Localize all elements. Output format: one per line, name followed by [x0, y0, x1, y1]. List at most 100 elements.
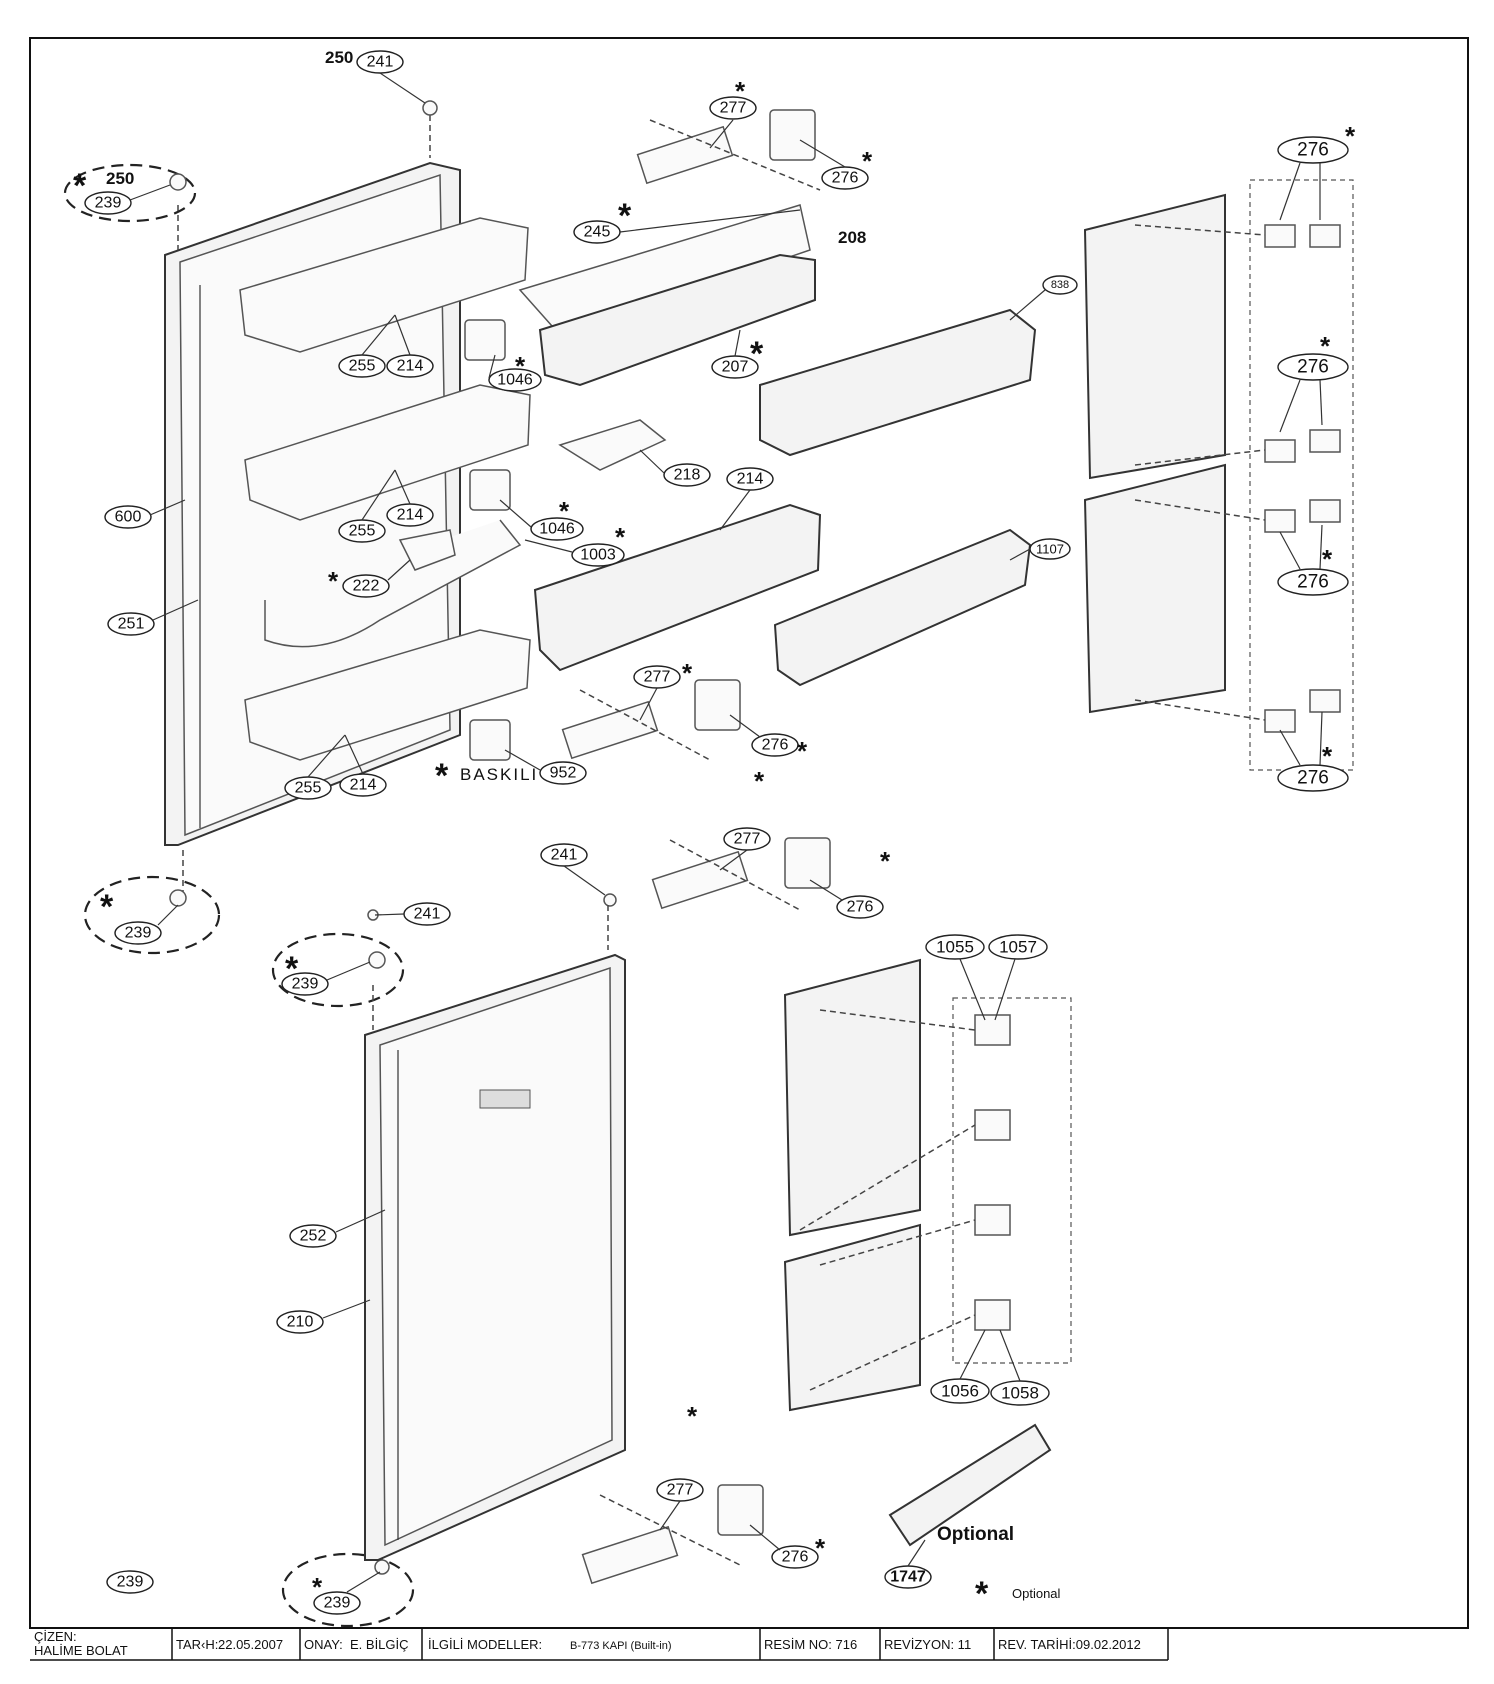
optional-pin-ring-bottom [83, 875, 221, 955]
svg-text:*: * [285, 950, 299, 988]
callout-277-b: 277 [633, 665, 681, 689]
drawn-by: HALİME BOLAT [34, 1643, 128, 1658]
svg-text:1046: 1046 [539, 521, 575, 538]
revision-date: REV. TARİHİ:09.02.2012 [998, 1637, 1141, 1652]
svg-text:241: 241 [367, 54, 394, 71]
callout-276-g: 276 [836, 895, 884, 919]
callout-218: 218 [663, 463, 711, 487]
svg-text:1107: 1107 [1036, 542, 1064, 557]
svg-text:276: 276 [1297, 140, 1329, 161]
callout-1056: 1056 [930, 1378, 990, 1404]
svg-text:207: 207 [722, 359, 749, 376]
optional-pin-ring-freezer-bottom [281, 1552, 415, 1628]
label-baskili: BASKILI [460, 765, 538, 784]
svg-text:210: 210 [287, 1314, 314, 1331]
callout-1058: 1058 [990, 1380, 1050, 1406]
callout-1055: 1055 [925, 934, 985, 960]
svg-text:251: 251 [118, 616, 145, 633]
svg-text:276: 276 [1297, 768, 1329, 789]
right-door-panels-upper [1083, 179, 1354, 771]
svg-text:1056: 1056 [941, 1382, 979, 1401]
callout-241-a: 241 [356, 50, 404, 74]
svg-text:1046: 1046 [497, 372, 533, 389]
svg-text:1057: 1057 [999, 938, 1037, 957]
drawing-number: RESİM NO: 716 [764, 1637, 857, 1652]
callout-239-c: 239 [281, 972, 329, 996]
callout-276-b: 276 [751, 733, 799, 757]
label-250-top: 250 [325, 48, 353, 67]
callout-600: 600 [104, 505, 152, 529]
svg-text:276: 276 [1297, 572, 1329, 593]
svg-text:239: 239 [117, 1574, 144, 1591]
callout-276-f: 276 [1277, 764, 1349, 792]
callout-214-b: 214 [386, 503, 434, 527]
callout-952: 952 [539, 761, 587, 785]
right-door-panels-lower [783, 958, 1072, 1547]
callout-276-c: 276 [1277, 136, 1349, 164]
svg-text:218: 218 [674, 467, 701, 484]
svg-text:1003: 1003 [580, 547, 616, 564]
label-208: 208 [838, 228, 866, 247]
callout-214-a: 214 [386, 354, 434, 378]
svg-text:245: 245 [584, 224, 611, 241]
svg-text:*: * [1345, 121, 1356, 151]
callout-239-a: 239 [84, 191, 132, 215]
callout-1057: 1057 [988, 934, 1048, 960]
callout-214-d: 214 [726, 467, 774, 491]
svg-text:952: 952 [550, 765, 577, 782]
svg-text:*: * [100, 888, 114, 926]
optional-asterisks: * * * * * * * * * * * * * * * * * * * * … [73, 76, 1356, 1613]
svg-text:*: * [682, 658, 693, 688]
svg-text:*: * [435, 757, 449, 795]
callout-252: 252 [289, 1224, 337, 1248]
svg-text:277: 277 [644, 669, 671, 686]
callout-210: 210 [276, 1310, 324, 1334]
svg-text:276: 276 [847, 899, 874, 916]
callout-251: 251 [107, 612, 155, 636]
svg-text:*: * [754, 766, 765, 796]
svg-text:276: 276 [762, 737, 789, 754]
date-value: 22.05.2007 [218, 1637, 283, 1652]
svg-text:241: 241 [414, 906, 441, 923]
callout-245: 245 [573, 220, 621, 244]
svg-text:239: 239 [292, 976, 319, 993]
drawn-label: ÇİZEN: [34, 1629, 77, 1644]
optional-pin-ring-top [63, 163, 197, 223]
svg-text:*: * [73, 167, 87, 205]
svg-text:276: 276 [1297, 357, 1329, 378]
svg-text:239: 239 [324, 1595, 351, 1612]
svg-text:1055: 1055 [936, 938, 974, 957]
svg-text:255: 255 [349, 358, 376, 375]
svg-text:*: * [515, 351, 526, 381]
models-label: İLGİLİ MODELLER: [428, 1637, 542, 1652]
optional-pin-ring-freezer-top [271, 932, 405, 1008]
callout-276-e: 276 [1277, 568, 1349, 596]
callout-276-d: 276 [1277, 353, 1349, 381]
approval-label: ONAY: [304, 1637, 343, 1652]
svg-text:277: 277 [720, 100, 747, 117]
svg-text:*: * [1320, 331, 1331, 361]
svg-text:276: 276 [782, 1549, 809, 1566]
label-optional-legend: Optional [1012, 1586, 1061, 1601]
svg-text:*: * [559, 496, 570, 526]
svg-text:*: * [735, 76, 746, 106]
models-value: B-773 KAPI (Built-in) [570, 1640, 671, 1652]
label-250-ring: 250 [106, 169, 134, 188]
title-block: ÇİZEN: HALİME BOLAT TAR‹H: 22.05.2007 ON… [30, 1627, 1169, 1661]
svg-text:*: * [328, 566, 339, 596]
callout-241-c: 241 [403, 902, 451, 926]
svg-text:214: 214 [350, 777, 377, 794]
upper-door [164, 161, 531, 846]
svg-text:*: * [815, 1533, 826, 1563]
callout-838: 838 [1042, 275, 1078, 295]
svg-text:277: 277 [667, 1482, 694, 1499]
svg-text:*: * [615, 522, 626, 552]
svg-text:276: 276 [832, 170, 859, 187]
svg-text:214: 214 [397, 507, 424, 524]
callout-277-d: 277 [656, 1478, 704, 1502]
svg-text:*: * [797, 736, 808, 766]
svg-text:277: 277 [734, 831, 761, 848]
callout-1046-b: 1046 [530, 517, 584, 541]
svg-text:*: * [312, 1572, 323, 1602]
